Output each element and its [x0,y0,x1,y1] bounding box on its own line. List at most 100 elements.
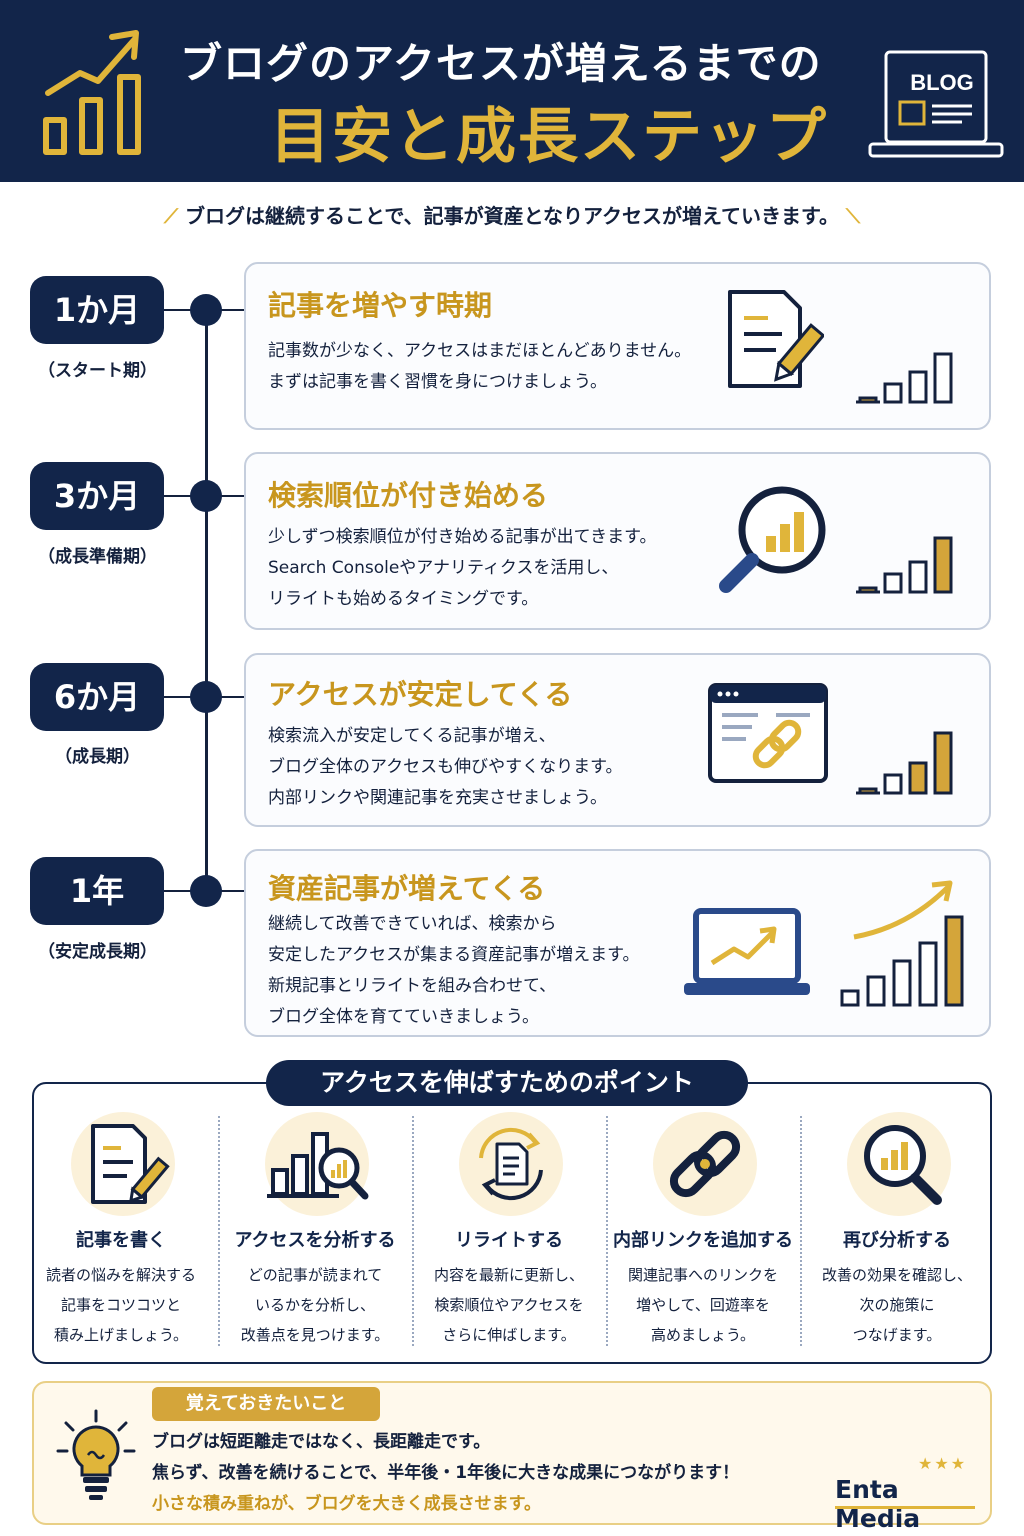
reminder-tag: 覚えておきたいこと [152,1387,380,1421]
growth-chart-icon [43,30,141,155]
description-line: 継続して改善できていれば、検索から [268,914,557,934]
timeline-dot [190,294,222,326]
point-text-line: 増やして、回遊率を [636,1296,770,1314]
point-title: アクセスを分析する [234,1230,396,1251]
brand-stars: ★★★ [918,1454,968,1473]
spark-left-icon: ⟋ [164,204,179,228]
level-bar [918,941,938,1007]
timeline-line [205,310,208,892]
point-title: 再び分析する [843,1230,951,1251]
internal-link-icon [669,1130,741,1198]
reminder-line: 焦らず、改善を続けることで、半年後・1年後に大きな成果につながります！ [152,1463,740,1483]
analytics-icon [267,1132,369,1200]
description-line: ブログ全体のアクセスも伸びやすくなります。 [268,757,623,777]
timeline-dot [190,875,222,907]
level-bar [933,536,953,594]
description-line: 内部リンクや関連記事を充実させましょう。 [268,788,607,808]
point-text: 関連記事へのリンクを 増やして、回遊率を 高めましょう。 [606,1260,800,1350]
point-title: 内部リンクを追加する [613,1230,793,1251]
timeline-dot [190,681,222,713]
stage-card: アクセスが安定してくる 検索流入が安定してくる記事が増え、 ブログ全体のアクセス… [244,653,991,827]
description-line: 検索流入が安定してくる記事が増え、 [268,726,556,746]
point-text-line: 記事をコツコツと [60,1296,181,1314]
divider [218,1116,220,1346]
description-line: リライトも始めるタイミングです。 [268,589,539,609]
stage-card: 検索順位が付き始める 少しずつ検索順位が付き始める記事が出てきます。 Searc… [244,452,991,630]
divider [800,1116,802,1346]
stage-title: アクセスが安定してくる [268,678,573,711]
point-title: リライトする [455,1230,563,1251]
stage-phase-label: （成長期） [55,747,140,767]
description-line: 新規記事とリライトを組み合わせて、 [268,976,557,996]
lightbulb-icon [56,1409,136,1500]
reminder-highlight: 小さな積み重ねが、ブログを大きく成長させます。 [152,1494,541,1514]
points-title: アクセスを伸ばすためのポイント [266,1060,748,1106]
point-text-line: 次の施策に [859,1296,935,1314]
laptop-blog-icon: BLOG [868,50,1004,158]
laptop-growth-icon [684,908,810,995]
subtitle: ⟋ ブログは継続することで、記事が資産となりアクセスが増えていきます。 ⟍ [0,200,1024,229]
document-pencil-icon [728,290,824,388]
stage-title: 検索順位が付き始める [268,479,549,512]
stage-period-badge: 1年 [30,857,164,925]
access-level-bars [856,731,953,795]
level-bar [892,959,912,1007]
level-bar [883,572,903,594]
brand-underline [835,1506,975,1509]
stage-description: 検索流入が安定してくる記事が増え、 ブログ全体のアクセスも伸びやすくなります。 … [268,721,622,814]
stage-phase-label: （成長準備期） [38,547,157,567]
stage-card: 記事を増やす時期 記事数が少なく、アクセスはまだほとんどありません。 まずは記事… [244,262,991,430]
header-banner: ブログのアクセスが増えるまでの 目安と成長ステップ BLOG [0,0,1024,182]
stage-period-badge: 1か月 [30,276,164,344]
stage-description: 継続して改善できていれば、検索から 安定したアクセスが集まる資産記事が増えます。… [268,909,639,1033]
point-title: 記事を書く [76,1230,166,1251]
description-line: 少しずつ検索順位が付き始める記事が出てきます。 [268,527,657,547]
description-line: まずは記事を書く習慣を身につけましょう。 [268,372,607,392]
point-text-line: 読者の悩みを解決する [45,1266,196,1284]
divider [412,1116,414,1346]
level-bar [908,560,928,594]
point-text-line: 検索順位やアクセスを [434,1296,584,1314]
timeline-dot [190,480,222,512]
stage-period-badge: 3か月 [30,462,164,530]
stage-title: 記事を増やす時期 [268,289,493,322]
point-text: 読者の悩みを解決する 記事をコツコツと 積み上げましょう。 [24,1260,218,1350]
browser-link-icon [708,683,828,783]
stage-title: 資産記事が増えてくる [268,872,546,905]
reminder-line: ブログは短距離走ではなく、長距離走です。 [152,1432,491,1452]
description-line: 記事数が少なく、アクセスはまだほとんどありません。 [268,341,692,361]
stage-card: 資産記事が増えてくる 継続して改善できていれば、検索から 安定したアクセスが集ま… [244,849,991,1037]
point-text-line: 内容を最新に更新し、 [433,1266,584,1284]
page-title-line1: ブログのアクセスが増えるまでの [180,39,822,88]
rewrite-cycle-icon [479,1127,543,1201]
description-line: Search Consoleやアナリティクスを活用し、 [268,558,619,578]
access-level-bars [856,536,953,594]
point-text-line: 改善の効果を確認し、 [821,1266,972,1284]
stage-description: 少しずつ検索順位が付き始める記事が出てきます。 Search Consoleやア… [268,522,656,615]
stage-phase-label: （スタート期） [38,361,157,381]
point-text: どの記事が読まれて いるかを分析し、 改善点を見つけます。 [218,1260,412,1350]
point-text-line: いるかを分析し、 [254,1296,375,1314]
stage-period-badge: 6か月 [30,663,164,731]
access-level-bars [856,352,953,404]
magnifier-chart-icon [719,486,826,593]
level-bar [840,989,860,1007]
level-bar [883,773,903,795]
point-text: 改善の効果を確認し、 次の施策に つなげます。 [800,1260,994,1350]
point-text-line: 高めましょう。 [650,1326,756,1344]
level-bar [944,915,964,1007]
brand-logo: Enta Media [835,1475,921,1533]
description-line: ブログ全体を育てていきましょう。 [268,1007,539,1027]
write-article-icon [91,1124,170,1204]
stage-description: 記事数が少なく、アクセスはまだほとんどありません。 まずは記事を書く習慣を身につ… [268,336,691,398]
stage-phase-label: （安定成長期） [38,942,157,962]
reminder-text: ブログは短距離走ではなく、長距離走です。 焦らず、改善を続けることで、半年後・1… [152,1427,739,1520]
svg-text:BLOG: BLOG [910,70,974,95]
point-text-line: どの記事が読まれて [247,1266,383,1284]
reminder-box: 覚えておきたいこと ブログは短距離走ではなく、長距離走です。 焦らず、改善を続け… [32,1381,992,1525]
stage-1-year: 1年 （安定成長期） 資産記事が増えてくる 継続して改善できていれば、検索から … [0,849,1024,1039]
point-text: 内容を最新に更新し、 検索順位やアクセスを さらに伸ばします。 [412,1260,606,1350]
spark-right-icon: ⟍ [845,204,860,228]
point-text-line: つなげます。 [852,1326,942,1344]
level-bar [933,731,953,795]
